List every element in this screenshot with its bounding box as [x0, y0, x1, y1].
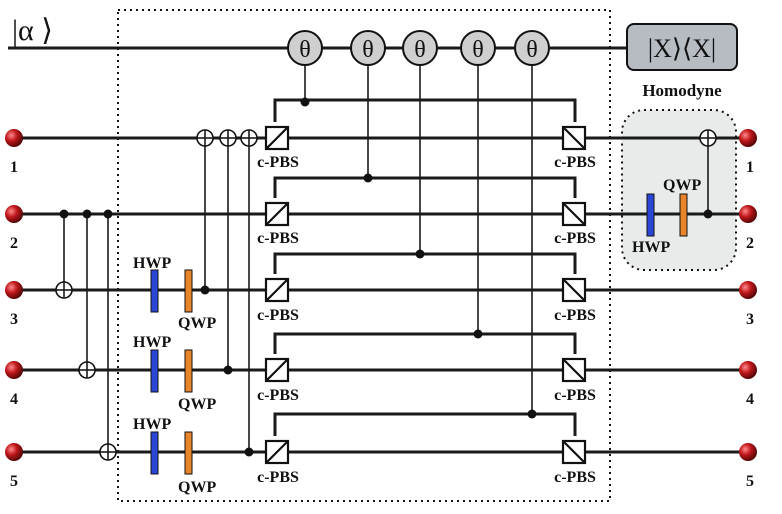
homodyne-detector: |X⟩⟨X| Homodyne	[626, 23, 738, 100]
control-dot	[103, 209, 113, 219]
homodyne-formula: |X⟩⟨X|	[648, 34, 716, 63]
control-dot	[703, 209, 713, 219]
input-state-label: |α ⟩	[12, 14, 53, 47]
mode-label-left: 3	[10, 311, 18, 328]
control-dot	[223, 365, 233, 375]
cnot-target	[196, 129, 214, 147]
pbs-label: c-PBS	[554, 230, 596, 247]
pbs-left-4	[264, 357, 290, 383]
qwp-plate-5	[184, 431, 193, 475]
control-dot	[363, 173, 373, 183]
qwp-plate-3	[184, 269, 193, 313]
theta-phase-shifter-4: θ	[460, 30, 496, 66]
control-dot	[300, 97, 310, 107]
hwp-label: HWP	[632, 239, 670, 256]
bypass-loop-4	[273, 332, 577, 354]
pbs-left-3	[264, 277, 290, 303]
theta-phase-shifter-5: θ	[514, 30, 550, 66]
mode-label-right: 5	[746, 473, 754, 490]
mode-label-left: 5	[10, 473, 18, 490]
pbs-label: c-PBS	[257, 154, 299, 171]
output-right-3	[739, 281, 757, 299]
mode-label-right: 2	[746, 235, 754, 252]
cnot-target	[55, 281, 73, 299]
source-left-3	[5, 281, 23, 299]
control-dot	[82, 209, 92, 219]
hwp-plate-correction	[646, 193, 655, 237]
pbs-right-3	[561, 277, 587, 303]
qwp-plate-4	[184, 349, 193, 393]
homodyne-label: Homodyne	[642, 81, 722, 100]
source-left-2	[5, 205, 23, 223]
pbs-right-1	[561, 125, 587, 151]
output-right-4	[739, 361, 757, 379]
cnot-target	[240, 129, 258, 147]
pbs-label: c-PBS	[257, 387, 299, 404]
bypass-loop-5	[273, 412, 577, 436]
hwp-plate-5	[150, 431, 159, 475]
control-dot	[59, 209, 69, 219]
pbs-label: c-PBS	[554, 387, 596, 404]
cnot-target	[99, 443, 117, 461]
pbs-label: c-PBS	[554, 469, 596, 486]
cnot-target	[78, 361, 96, 379]
output-right-1	[739, 129, 757, 147]
theta-phase-shifter-1: θ	[287, 30, 323, 66]
control-dot	[527, 409, 537, 419]
theta-phase-shifter-2: θ	[350, 30, 386, 66]
qwp-label: QWP	[178, 479, 216, 496]
mode-label-left: 2	[10, 235, 18, 252]
pbs-label: c-PBS	[554, 307, 596, 324]
bypass-loop-3	[273, 252, 577, 274]
pbs-left-2	[264, 201, 290, 227]
cnot-target	[219, 129, 237, 147]
qwp-label: QWP	[663, 177, 701, 194]
qwp-label: QWP	[178, 396, 216, 413]
hwp-label: HWP	[133, 416, 171, 433]
mode-label-left: 4	[10, 391, 18, 408]
source-left-4	[5, 361, 23, 379]
hwp-plate-4	[150, 349, 159, 393]
theta-label: θ	[299, 37, 311, 63]
pbs-right-4	[561, 357, 587, 383]
mode-label-right: 4	[746, 391, 754, 408]
theta-label: θ	[472, 37, 484, 63]
output-right-5	[739, 443, 757, 461]
theta-label: θ	[362, 37, 374, 63]
qwp-plate-correction	[679, 193, 688, 237]
pbs-left-1	[264, 125, 290, 151]
pbs-right-5	[561, 439, 587, 465]
dotted-enclosure	[117, 9, 611, 502]
hwp-plate-3	[150, 269, 159, 313]
control-dot	[473, 329, 483, 339]
mode-label-left: 1	[10, 159, 18, 176]
mode-label-right: 3	[746, 311, 754, 328]
bypass-loop-1	[273, 98, 577, 122]
bypass-loop-2	[273, 176, 577, 198]
theta-label: θ	[526, 37, 538, 63]
source-left-1	[5, 129, 23, 147]
hwp-label: HWP	[133, 255, 171, 272]
pbs-label: c-PBS	[257, 230, 299, 247]
control-dot	[244, 447, 254, 457]
source-left-5	[5, 443, 23, 461]
output-right-2	[739, 205, 757, 223]
control-dot	[415, 249, 425, 259]
mode-label-right: 1	[746, 159, 754, 176]
qwp-label: QWP	[178, 315, 216, 332]
control-dot	[200, 285, 210, 295]
theta-phase-shifter-3: θ	[402, 30, 438, 66]
cnot-target	[699, 129, 717, 147]
theta-label: θ	[414, 37, 426, 63]
pbs-label: c-PBS	[554, 154, 596, 171]
pbs-label: c-PBS	[257, 469, 299, 486]
pbs-right-2	[561, 201, 587, 227]
hwp-label: HWP	[133, 334, 171, 351]
pbs-label: c-PBS	[257, 307, 299, 324]
pbs-left-5	[264, 439, 290, 465]
